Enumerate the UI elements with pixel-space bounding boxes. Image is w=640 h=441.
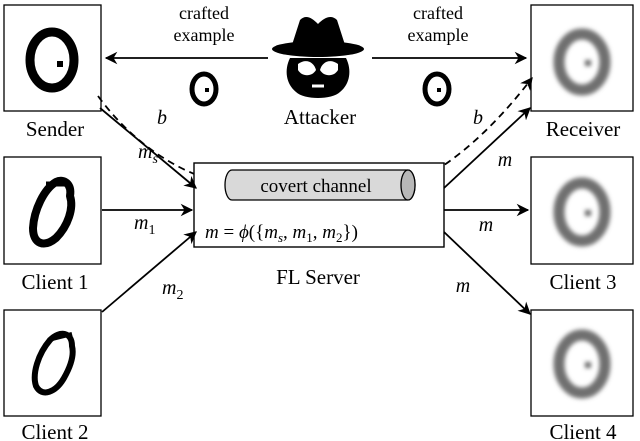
- client4-label: Client 4: [549, 420, 617, 441]
- edge-label-b-left: b: [157, 107, 167, 129]
- arrow-server-to-receiver: [443, 107, 531, 189]
- digit-zero-sharp: [25, 27, 79, 93]
- crafted-right-line2: example: [408, 25, 469, 45]
- digit-zero-blurred: [553, 28, 611, 96]
- covert-channel-label: covert channel: [260, 176, 371, 197]
- sender-image: [3, 4, 102, 112]
- client4-image: [530, 309, 634, 417]
- client1-image: [3, 156, 102, 265]
- aggregation-formula: m = ϕ({ms, m1, m2}): [205, 222, 358, 245]
- arrow-server-to-client4: [443, 231, 531, 315]
- edge-label-m-client4: m: [456, 275, 470, 297]
- client3-label: Client 3: [549, 270, 616, 294]
- edge-label-b-right: b: [473, 107, 483, 129]
- client2-image: [3, 309, 102, 417]
- edge-label-m-client3: m: [479, 214, 493, 236]
- client3-image: [530, 156, 634, 265]
- receiver-image: [530, 4, 634, 112]
- client1-label: Client 1: [21, 270, 88, 294]
- crafted-example-digit-left: [189, 71, 219, 107]
- arrow-client2-to-server: [101, 231, 197, 313]
- fl-server-label: FL Server: [276, 265, 360, 289]
- edge-label-m-receiver: m: [498, 149, 512, 171]
- edge-label-ms: ms: [138, 141, 158, 167]
- digit-zero-blurred: [553, 177, 611, 247]
- crafted-left-line1: crafted: [179, 3, 229, 23]
- sender-label: Sender: [26, 117, 84, 141]
- digit-zero-client2: [31, 330, 76, 396]
- crafted-example-digit-right: [422, 71, 452, 107]
- digit-zero-blurred: [553, 329, 611, 399]
- digit-zero-client1: [29, 176, 76, 248]
- crafted-right-line1: crafted: [413, 3, 463, 23]
- attacker-label: Attacker: [284, 105, 356, 129]
- client2-label: Client 2: [21, 420, 88, 441]
- covert-channel-cylinder: [224, 169, 416, 201]
- spy-icon: [272, 17, 364, 98]
- edge-label-m1: m1: [134, 212, 155, 238]
- receiver-label: Receiver: [546, 117, 621, 141]
- crafted-left-line2: example: [174, 25, 235, 45]
- edge-label-m2: m2: [162, 277, 183, 303]
- arrow-sender-to-server: [99, 107, 197, 189]
